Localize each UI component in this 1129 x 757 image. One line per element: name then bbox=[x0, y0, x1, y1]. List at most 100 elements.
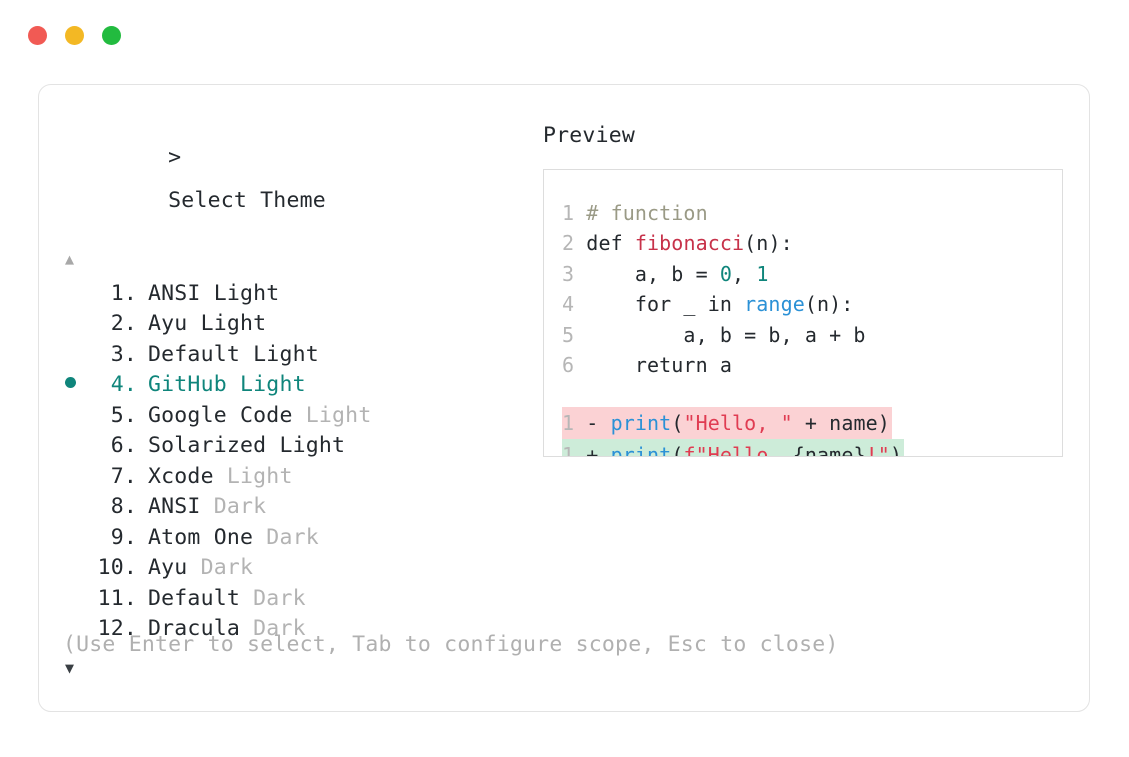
code-token-plain: ( bbox=[671, 442, 684, 457]
code-token-plain: for _ in bbox=[586, 292, 745, 316]
theme-item-name: Ayu bbox=[148, 555, 188, 580]
diff-line-del: 1 - print("Hello, " + name) bbox=[544, 406, 1062, 439]
scroll-down-icon[interactable]: ▼ bbox=[65, 658, 75, 677]
code-token-plain: a, b = b, a + b bbox=[586, 322, 866, 347]
code-line-number: 1 bbox=[562, 200, 587, 225]
code-spacer bbox=[544, 381, 1062, 407]
code-token-plain: , bbox=[732, 261, 757, 286]
selected-bullet-icon bbox=[65, 377, 76, 388]
theme-item-number: 4. bbox=[110, 372, 137, 397]
theme-list-item[interactable]: 9.Atom One Dark bbox=[63, 525, 513, 556]
minimize-dot[interactable] bbox=[65, 26, 84, 45]
theme-list-item[interactable]: 10. Ayu Dark bbox=[63, 555, 513, 586]
code-token-str: f"Hello, bbox=[683, 442, 793, 457]
theme-list-panel: > Select Theme ▲ 1. ANSI Light 2. Ayu Light… bbox=[63, 125, 513, 676]
theme-item-number: 3. bbox=[110, 341, 137, 367]
theme-item-variant: Light bbox=[292, 402, 372, 428]
code-token-plain: ) bbox=[889, 442, 903, 457]
diff-highlight: 1 + print(f"Hello, {name}!") bbox=[562, 438, 905, 457]
theme-item-variant: Dark bbox=[187, 555, 254, 580]
diff-block: 1 - print("Hello, " + name)1 + print(f"H… bbox=[544, 406, 1062, 457]
theme-item-number: 1. bbox=[110, 280, 137, 306]
code-token-kw: def bbox=[586, 231, 635, 255]
code-line: 1 # function bbox=[544, 198, 1062, 229]
diff-line-add: 1 + print(f"Hello, {name}!") bbox=[544, 438, 1062, 457]
code-token-num: 0 bbox=[719, 261, 733, 286]
code-line-number: 4 bbox=[562, 292, 587, 316]
code-token-builtin: range bbox=[744, 292, 805, 316]
theme-item-name: GitHub Light bbox=[148, 372, 306, 397]
theme-item-variant: Light bbox=[213, 463, 293, 489]
diff-sign: + bbox=[586, 442, 611, 457]
diff-line-number: 1 bbox=[562, 442, 587, 457]
code-token-plain: a, b = bbox=[586, 261, 720, 286]
theme-item-name: Solarized Light bbox=[148, 433, 346, 458]
theme-item-variant: Dark bbox=[240, 616, 306, 641]
page-title: > Select Theme bbox=[63, 125, 513, 233]
theme-list-item[interactable]: 4. GitHub Light bbox=[63, 372, 513, 403]
code-token-plain: (n): bbox=[744, 231, 793, 255]
code-token-comment: # function bbox=[586, 200, 708, 225]
theme-list-item[interactable]: 6. Solarized Light bbox=[63, 433, 513, 464]
theme-item-number: 10. bbox=[97, 555, 137, 580]
diff-line-number: 1 bbox=[562, 410, 587, 435]
diff-highlight: 1 - print("Hello, " + name) bbox=[562, 406, 892, 439]
theme-item-number: 2. bbox=[110, 311, 137, 336]
theme-item-number: 11. bbox=[97, 585, 137, 611]
theme-item-variant: Dark bbox=[240, 585, 306, 611]
code-token-plain: {name} bbox=[792, 442, 866, 457]
code-token-builtin: print bbox=[610, 410, 672, 435]
theme-selector-card: > Select Theme ▲ 1. ANSI Light 2. Ayu Light… bbox=[38, 84, 1090, 712]
theme-item-variant: Dark bbox=[200, 494, 267, 519]
code-line: 2 def fibonacci(n): bbox=[544, 228, 1062, 259]
theme-list-item[interactable]: 1. ANSI Light bbox=[63, 281, 513, 312]
code-line: 3 a, b = 0, 1 bbox=[544, 259, 1062, 290]
theme-item-number: 12. bbox=[97, 616, 137, 641]
code-token-plain: ( bbox=[671, 410, 684, 435]
theme-item-name: Xcode bbox=[148, 463, 214, 489]
code-line-number: 2 bbox=[562, 231, 587, 255]
code-token-fn: fibonacci bbox=[634, 231, 745, 255]
close-dot[interactable] bbox=[28, 26, 47, 45]
theme-list-item[interactable]: 7. Xcode Light bbox=[63, 464, 513, 495]
theme-list-item[interactable]: 12. Dracula Dark bbox=[63, 616, 513, 647]
theme-item-name: Default bbox=[148, 585, 241, 611]
theme-item-number: 7. bbox=[110, 463, 137, 489]
theme-item-name: Ayu Light bbox=[148, 311, 267, 336]
code-line-number: 5 bbox=[562, 322, 587, 347]
code-token-plain: + name) bbox=[792, 410, 890, 435]
page-title-label: Select Theme bbox=[168, 187, 326, 213]
theme-item-name: Dracula bbox=[148, 616, 241, 641]
code-token-builtin: print bbox=[610, 442, 672, 457]
theme-item-name: Default Light bbox=[148, 341, 319, 367]
theme-list-item[interactable]: 11. Default Dark bbox=[63, 586, 513, 617]
theme-item-number: 9. bbox=[110, 524, 137, 550]
theme-list-item[interactable]: 2. Ayu Light bbox=[63, 311, 513, 342]
code-line: 4 for _ in range(n): bbox=[544, 289, 1062, 320]
theme-item-variant: Dark bbox=[253, 524, 319, 550]
scroll-up-icon[interactable]: ▲ bbox=[65, 249, 75, 268]
diff-sign: - bbox=[586, 410, 611, 435]
theme-item-number: 5. bbox=[110, 402, 137, 428]
code-token-plain: (n): bbox=[804, 292, 854, 316]
theme-item-name: ANSI bbox=[148, 494, 201, 519]
code-line: 6 return a bbox=[544, 350, 1062, 381]
theme-list-item[interactable]: 8. ANSI Dark bbox=[63, 494, 513, 525]
code-line-number: 3 bbox=[562, 261, 587, 286]
code-line-number: 6 bbox=[562, 353, 587, 377]
code-line: 5 a, b = b, a + b bbox=[544, 320, 1062, 351]
theme-list-item[interactable]: 5.Google Code Light bbox=[63, 403, 513, 434]
maximize-dot[interactable] bbox=[102, 26, 121, 45]
theme-item-name: ANSI Light bbox=[148, 280, 280, 306]
theme-list-item[interactable]: 3. Default Light bbox=[63, 342, 513, 373]
code-token-str: "Hello, " bbox=[683, 410, 793, 435]
code-token-plain: return a bbox=[586, 353, 732, 377]
keyboard-hint: (Use Enter to select, Tab to configure s… bbox=[63, 632, 839, 657]
theme-item-number: 6. bbox=[110, 433, 137, 458]
selection-bullet-cell bbox=[63, 372, 93, 397]
theme-item-number: 8. bbox=[110, 494, 137, 519]
